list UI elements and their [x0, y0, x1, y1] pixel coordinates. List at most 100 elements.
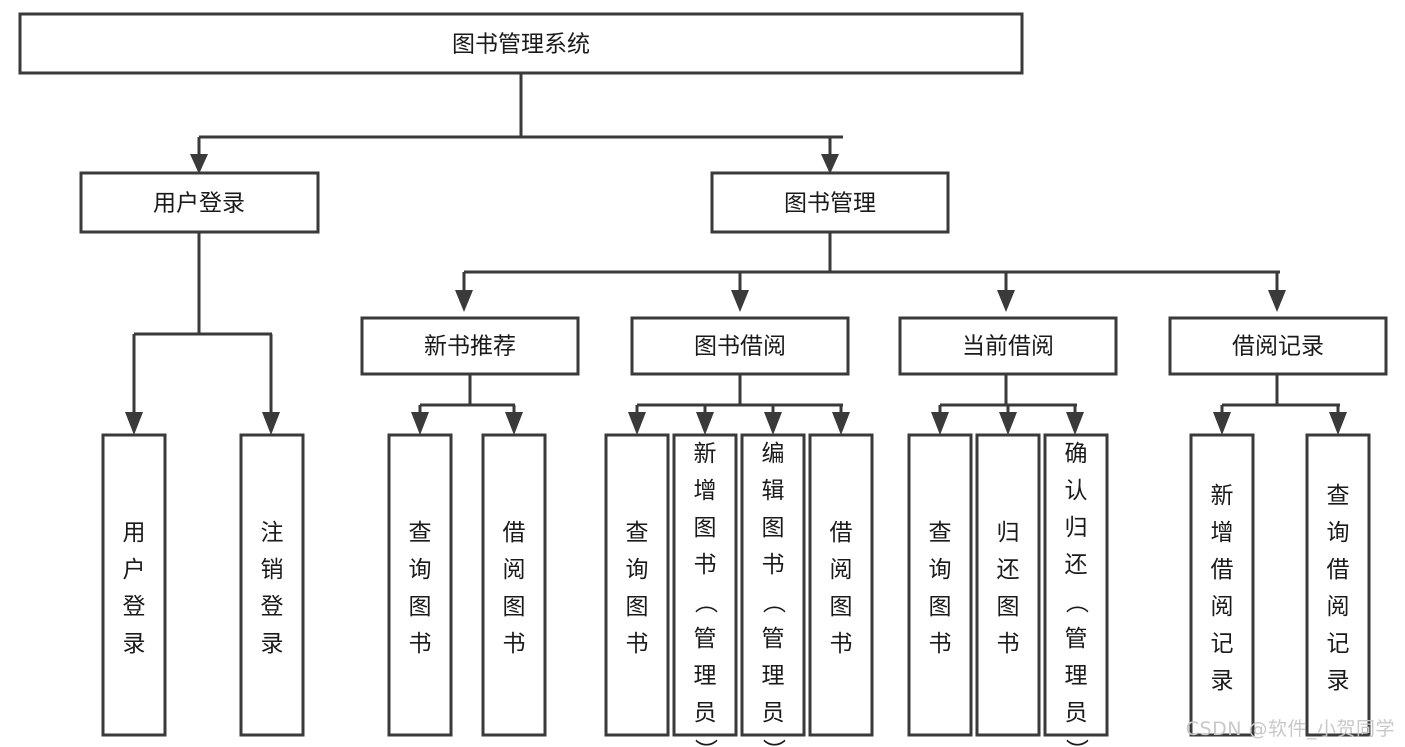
leaf-label-char: 借 — [830, 520, 853, 546]
leaf-label-char: 借 — [503, 520, 526, 546]
leaf-label-char: 归 — [1065, 515, 1088, 541]
leaf-label-char: 增 — [694, 478, 717, 504]
leaf-label-char: 图 — [762, 515, 785, 541]
leaf-node-query-book-2[interactable] — [604, 433, 670, 737]
connector-bookborrow-to-leaves — [628, 374, 850, 435]
leaf-label-char: 书 — [409, 631, 432, 657]
leaf-label-char: 书 — [997, 631, 1020, 657]
node-current-borrow[interactable]: 当前借阅 — [898, 316, 1118, 376]
connector-borrowrecord-to-leaves — [1213, 374, 1347, 435]
connector-newbook-to-leaves — [411, 374, 523, 435]
leaf-node-add-record[interactable] — [1189, 433, 1255, 737]
leaf-label-char: 阅 — [503, 557, 526, 583]
leaf-label-char: 书 — [830, 631, 853, 657]
connector-bookmgmt-to-level3 — [455, 232, 1286, 312]
leaf-label-char: 书 — [762, 552, 785, 578]
leaf-label-char: 登 — [123, 594, 146, 620]
leaf-label-char: 图 — [929, 594, 952, 620]
node-current-borrow-label: 当前借阅 — [962, 334, 1054, 360]
leaf-label-char: 阅 — [1211, 594, 1234, 620]
node-book-borrow-label: 图书借阅 — [694, 334, 786, 360]
leaf-label-char: 借 — [1211, 557, 1234, 583]
node-borrow-record[interactable]: 借阅记录 — [1168, 316, 1388, 376]
leaf-label-char: 录 — [261, 631, 284, 657]
node-borrow-record-label: 借阅记录 — [1232, 334, 1324, 360]
leaf-label-char: 图 — [409, 594, 432, 620]
leaf-label-char: 询 — [626, 557, 649, 583]
leaf-label-char: 借 — [1327, 557, 1350, 583]
leaf-label-char: 记 — [1327, 631, 1350, 657]
leaf-label-char: 新 — [694, 441, 717, 467]
leaf-label-char: 用 — [123, 520, 146, 546]
leaf-label-char: 还 — [997, 557, 1020, 583]
leaf-node-return-book[interactable] — [975, 433, 1041, 737]
leaf-label-char: 理 — [1065, 663, 1088, 689]
leaf-node-query-book-3[interactable] — [907, 433, 973, 737]
leaf-label-char: 询 — [409, 557, 432, 583]
leaf-label-char: 书 — [694, 552, 717, 578]
leaf-label-char: （ — [692, 591, 718, 614]
leaf-label-char: 管 — [1065, 626, 1088, 652]
leaf-label-char: 户 — [123, 557, 146, 583]
leaf-label-char: 编 — [762, 441, 785, 467]
connector-root-to-level2 — [190, 73, 843, 174]
leaf-labels-group: 用户登录用户登录注销登录注销登录查询图书查询图书借阅图书借阅图书查询图书查询图书… — [123, 441, 1350, 747]
leaf-label-char: 查 — [1327, 483, 1350, 509]
node-user-login[interactable]: 用户登录 — [79, 171, 320, 234]
leaf-label-char: 归 — [997, 520, 1020, 546]
leaf-node-edit-book[interactable] — [740, 433, 806, 737]
leaf-label-char: 录 — [1327, 668, 1350, 694]
leaf-label-char: 管 — [762, 626, 785, 652]
leaf-label-char: 增 — [1211, 520, 1234, 546]
node-root-label: 图书管理系统 — [452, 32, 590, 58]
leaf-label-char: 图 — [830, 594, 853, 620]
leaf-node-query-record[interactable] — [1305, 433, 1371, 737]
leaf-label-char: 询 — [929, 557, 952, 583]
leaf-label-char: ） — [1063, 739, 1089, 747]
leaf-label-char: 销 — [261, 557, 284, 583]
node-book-borrow[interactable]: 图书借阅 — [630, 316, 850, 376]
leaf-label-char: 辑 — [762, 478, 785, 504]
leaf-label-char: 书 — [626, 631, 649, 657]
node-book-management-label: 图书管理 — [784, 191, 876, 217]
node-user-login-label: 用户登录 — [153, 191, 245, 217]
leaf-label-char: 新 — [1211, 483, 1234, 509]
leaf-node-query-book-1[interactable] — [387, 433, 453, 737]
leaf-node-confirm-return[interactable] — [1043, 433, 1109, 737]
leaf-label-char: 书 — [929, 631, 952, 657]
leaf-label-char: 录 — [123, 631, 146, 657]
leaf-label-char: 查 — [626, 520, 649, 546]
node-root[interactable]: 图书管理系统 — [18, 12, 1024, 75]
leaf-label-char: 确 — [1065, 441, 1088, 467]
leaf-label-char: 登 — [261, 594, 284, 620]
leaf-label-char: 图 — [626, 594, 649, 620]
watermark-text: CSDN @软件_小贺同学 — [1185, 718, 1395, 740]
leaf-label-char: 员 — [694, 700, 717, 726]
leaf-node-borrow-book-2[interactable] — [808, 433, 874, 737]
connector-userlogin-to-leaves — [125, 232, 280, 435]
leaf-label-char: 理 — [694, 663, 717, 689]
leaf-node-user-login[interactable] — [101, 433, 167, 737]
node-new-book-recommend[interactable]: 新书推荐 — [360, 316, 580, 376]
leaf-label-char: 记 — [1211, 631, 1234, 657]
leaf-label-char: 图 — [503, 594, 526, 620]
leaf-label-char: 员 — [762, 700, 785, 726]
leaf-label-char: 查 — [409, 520, 432, 546]
leaf-label-char: 录 — [1211, 668, 1234, 694]
node-book-management[interactable]: 图书管理 — [710, 171, 950, 234]
leaf-node-borrow-book-1[interactable] — [481, 433, 547, 737]
leaf-label-char: 还 — [1065, 552, 1088, 578]
leaf-label-char: （ — [1063, 591, 1089, 614]
leaf-node-add-book[interactable] — [672, 433, 738, 737]
leaf-label-char: 认 — [1065, 478, 1088, 504]
leaf-label-char: 管 — [694, 626, 717, 652]
leaf-label-char: 注 — [261, 520, 284, 546]
leaf-label-char: ） — [760, 739, 786, 747]
leaf-label-char: 询 — [1327, 520, 1350, 546]
leaf-label-char: 查 — [929, 520, 952, 546]
connector-currentborrow-to-leaves — [931, 374, 1084, 435]
leaf-label-char: 阅 — [1327, 594, 1350, 620]
leaf-node-user-logout[interactable] — [239, 433, 305, 737]
